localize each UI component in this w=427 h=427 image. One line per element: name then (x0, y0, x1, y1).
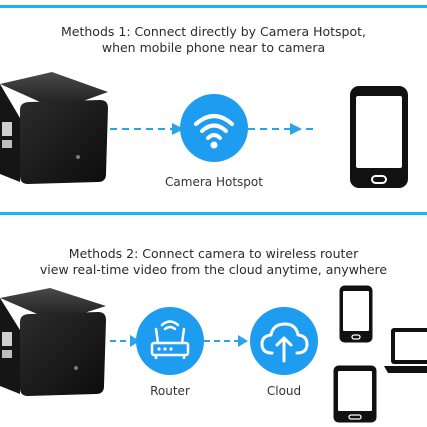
arrow-camera-to-hotspot (110, 123, 184, 135)
method1-title-line1: Methods 1: Connect directly by Camera Ho… (61, 24, 366, 39)
top-divider (0, 5, 427, 8)
router-label: Router (150, 384, 190, 398)
arrow-hotspot-to-phone (248, 123, 318, 135)
camera-device-icon (0, 72, 108, 184)
laptop-icon (384, 328, 427, 373)
wifi-icon (194, 114, 234, 149)
cloud-label: Cloud (266, 384, 302, 398)
tablet-icon (333, 365, 377, 423)
method2-title: Methods 2: Connect camera to wireless ro… (0, 246, 427, 278)
method1-title-line2: when mobile phone near to camera (101, 40, 326, 55)
smartphone-icon (339, 285, 373, 343)
camera-device-icon (0, 288, 106, 396)
smartphone-icon (350, 86, 408, 188)
method2-title-line2: view real-time video from the cloud anyt… (39, 262, 388, 277)
cloud-upload-icon (260, 322, 309, 363)
hotspot-label: Camera Hotspot (165, 175, 263, 189)
hotspot-circle (180, 94, 248, 162)
method2-title-line1: Methods 2: Connect camera to wireless ro… (68, 246, 359, 261)
middle-divider (0, 212, 427, 215)
router-icon (150, 320, 190, 359)
arrow-router-to-cloud (204, 335, 248, 347)
router-circle (136, 307, 204, 375)
method1-title: Methods 1: Connect directly by Camera Ho… (0, 24, 427, 56)
arrow-camera-to-router (110, 335, 140, 347)
